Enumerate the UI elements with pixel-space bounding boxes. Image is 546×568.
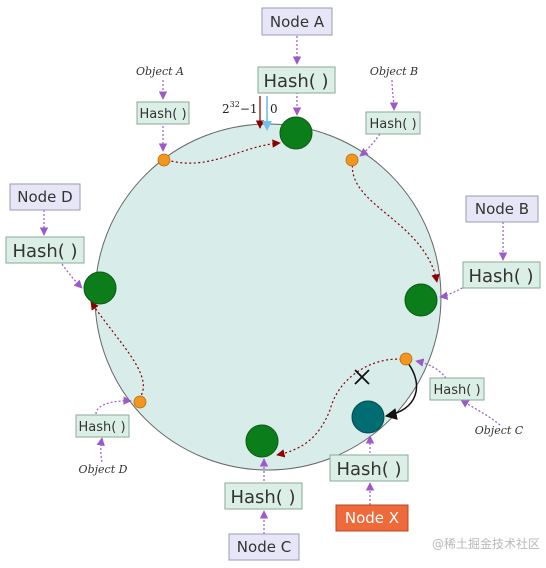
- node-b-label: Node B: [475, 200, 529, 218]
- node-x-label: Node X: [345, 509, 399, 527]
- object-c-to-node-x-arrow: [384, 362, 418, 420]
- object-c-label: Object C: [475, 424, 524, 437]
- object-c-hash-label: Hash( ): [433, 383, 480, 398]
- node-d-marker: [83, 271, 117, 305]
- cancel-x-mark: [354, 369, 370, 385]
- hash-d-to-ring-arrow: [61, 263, 83, 289]
- node-x-marker: [351, 400, 385, 434]
- object-c-marker: [399, 352, 413, 366]
- object-b-marker: [345, 153, 359, 167]
- object-a-to-node-a-path: [166, 139, 281, 164]
- node-c-marker: [245, 424, 279, 458]
- svg-text:232−1: 232−1: [222, 100, 258, 116]
- object-a-hash-label: Hash( ): [139, 107, 186, 122]
- node-d-label: Node D: [17, 188, 72, 206]
- object-c-to-node-c-path: [276, 358, 407, 458]
- max-hash-base: 2: [222, 102, 230, 116]
- hash-ring: [94, 123, 442, 471]
- object-d-to-hash-arrow: [96, 437, 105, 463]
- node-a-marker: [279, 116, 313, 150]
- object-d-label: Object D: [79, 463, 128, 476]
- object-c-to-hash-arrow: [460, 399, 501, 426]
- object-d-marker: [133, 395, 147, 409]
- zero-hash-label: 0: [270, 102, 278, 116]
- node-a-hash-label: Hash( ): [263, 71, 328, 92]
- max-hash-suffix: −1: [240, 102, 258, 116]
- hash-b-to-ring-arrow: [439, 285, 467, 300]
- node-d-hash-label: Hash( ): [12, 241, 77, 262]
- node-x-hash-label: Hash( ): [336, 459, 401, 480]
- max-hash-exponent: 32: [230, 100, 240, 109]
- object-b-to-hash-arrow: [389, 79, 399, 111]
- node-c-hash-label: Hash( ): [230, 487, 295, 508]
- node-b-marker: [404, 283, 438, 317]
- node-c-label: Node C: [237, 538, 291, 556]
- object-d-hash-label: Hash( ): [78, 420, 125, 435]
- object-a-marker: [157, 153, 171, 167]
- ring-origin-markers: 232−1 0: [222, 96, 278, 131]
- watermark-text: @稀土掘金技术社区: [432, 536, 540, 551]
- object-b-label: Object B: [370, 65, 418, 78]
- object-a-label: Object A: [136, 65, 184, 78]
- object-b-hash-label: Hash( ): [369, 117, 416, 132]
- object-b-to-node-b-path: [351, 160, 440, 283]
- hash-object-b-to-ring-arrow: [359, 133, 381, 157]
- object-d-to-node-d-path: [90, 301, 144, 403]
- node-b-hash-label: Hash( ): [468, 266, 533, 287]
- node-a-label: Node A: [270, 13, 325, 31]
- hash-object-d-to-ring-arrow: [95, 396, 132, 415]
